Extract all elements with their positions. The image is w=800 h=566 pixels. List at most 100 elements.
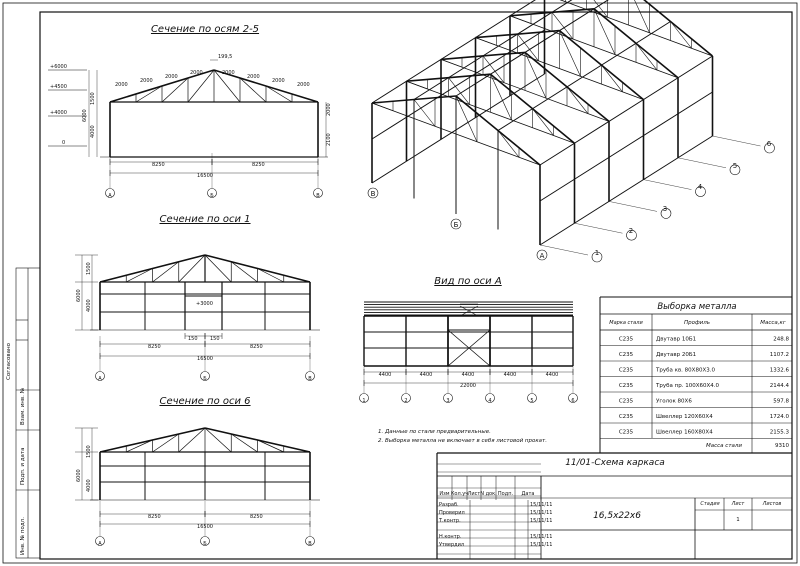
table-title: Выборка металла	[657, 302, 736, 312]
frame-line	[371, 0, 536, 104]
frame-line	[178, 254, 206, 283]
table-hdr-profile: Профиль	[684, 320, 710, 326]
section-6-title: Сечение по оси 6	[159, 396, 250, 407]
table-cell-profile: Двутавр 20Б1	[656, 352, 696, 358]
axis-bubble	[536, 249, 548, 261]
frame-line	[539, 135, 713, 246]
panel-dim-6: 2000	[247, 74, 260, 80]
frame-line	[265, 85, 293, 103]
axis-a: А	[108, 193, 112, 199]
frame-line	[152, 433, 179, 453]
note-2: 2. Выборка металла не включает в себя ли…	[378, 438, 547, 444]
span-right: 8250	[252, 162, 265, 168]
level-6000: +6000	[50, 64, 67, 70]
axis-bubble	[660, 208, 672, 219]
stamp-date: 15/11/11	[530, 518, 552, 524]
frame-line	[497, 130, 520, 158]
view-a-title: Вид по оси А	[434, 276, 502, 287]
title-block: 11/01-Схема каркаса 16,5х22х6 Стадия Лис…	[436, 452, 792, 559]
frame-line	[99, 445, 127, 453]
view-axis-a: Вид по оси А 4400 4400 4400 4400 4400 22…	[359, 276, 578, 404]
axis-bubble	[568, 393, 578, 403]
bay-dim-4: 4400	[504, 372, 517, 378]
frame-line	[677, 157, 727, 168]
table-total-label: Масса стали	[706, 443, 742, 449]
sidebar-agreed: Согласовано	[6, 342, 12, 380]
axis-bubble	[729, 164, 741, 176]
level-4500: +4500	[50, 84, 67, 90]
table-cell-mass: 597.8	[773, 399, 789, 405]
frame-line	[670, 21, 692, 49]
axis-bubble	[305, 536, 315, 546]
frame-line	[257, 268, 284, 283]
frame-line	[509, 15, 679, 79]
va-axis-2: 2	[404, 398, 407, 404]
s1-span-left: 8250	[148, 344, 161, 350]
panel-dim-7: 2000	[272, 78, 285, 84]
axis-bubble	[401, 393, 411, 403]
section-1-title: Сечение по оси 1	[159, 214, 250, 225]
axis-bubble	[764, 142, 775, 154]
frame-line	[482, 55, 505, 83]
s1-axis-b: Б	[203, 376, 207, 382]
iso-axis-v: В	[371, 190, 376, 198]
axis-bubble	[95, 536, 105, 546]
stamp-header: Кол.уч	[451, 491, 468, 497]
frame-line	[524, 52, 547, 99]
stamp-date: 15/11/11	[530, 502, 552, 508]
sidebar-inv-orig: Инв. № подл.	[20, 517, 26, 555]
table-cell-mass: 2144.4	[770, 383, 790, 389]
panel-dim-1: 2000	[115, 82, 128, 88]
frame-line	[517, 33, 539, 62]
iso-axis-5: 5	[733, 162, 737, 170]
axis-bubble	[695, 186, 706, 197]
axis-bubble	[359, 393, 369, 403]
table-cell-grade: С235	[619, 337, 634, 343]
table-cell-grade: С235	[619, 383, 634, 389]
sidebar-sign-date: Подп. и дата	[20, 448, 26, 485]
frame-line	[413, 99, 436, 127]
panel-dim-2: 2000	[140, 78, 153, 84]
s6-height-6000: 6000	[76, 469, 82, 482]
frame-line	[593, 0, 608, 18]
frame-line	[406, 80, 428, 90]
frame-line	[109, 93, 137, 103]
note-1: 1. Данные по стали предварительные.	[378, 429, 491, 435]
table-cell-profile: Швеллер 120Х60Х4	[656, 414, 713, 420]
bay-total: 22000	[460, 383, 476, 389]
s1-span-total: 16500	[197, 356, 213, 362]
axis-bubble	[626, 229, 637, 241]
s6-height-4000: 4000	[86, 479, 92, 492]
stamp-role: Утвердил	[439, 542, 464, 548]
isometric-frame	[367, 0, 775, 263]
s6-span-right: 8250	[250, 514, 263, 520]
iso-axis-b: Б	[454, 221, 459, 229]
axis-bubble	[200, 371, 210, 381]
iso-axis-1: 1	[595, 249, 599, 257]
frame-line	[231, 433, 258, 453]
frame-line	[371, 29, 545, 140]
sidebar-replace-inv: Взам. инв. №	[20, 387, 26, 425]
iso-axis-6: 6	[767, 140, 772, 148]
stamp-date: 15/11/11	[530, 534, 552, 540]
bay-dim-1: 4400	[379, 372, 392, 378]
door-dim-1: 150	[188, 336, 198, 342]
table-hdr-grade: Марка стали	[609, 320, 643, 326]
table-cell-grade: С235	[619, 368, 634, 374]
table-cell-mass: 2155.3	[770, 430, 790, 436]
axis-bubble	[313, 188, 323, 198]
frame-line	[475, 37, 497, 46]
frame-line	[566, 86, 589, 114]
frame-line	[371, 102, 394, 112]
sheets-label: Листов	[762, 501, 782, 507]
stage-label: Стадия	[700, 501, 719, 507]
iso-axis-4: 4	[698, 183, 703, 191]
s6-span-total: 16500	[197, 524, 213, 530]
mark-3000: +3000	[196, 301, 213, 307]
table-cell-profile: Труба пр. 100Х60Х4.0	[655, 383, 719, 389]
table-total-value: 9310	[775, 443, 789, 449]
axis-bubble	[485, 393, 495, 403]
frame-line	[559, 0, 566, 3]
table-cell-profile: Двутавр 10Б1	[656, 337, 696, 343]
table-cell-grade: С235	[619, 399, 634, 405]
